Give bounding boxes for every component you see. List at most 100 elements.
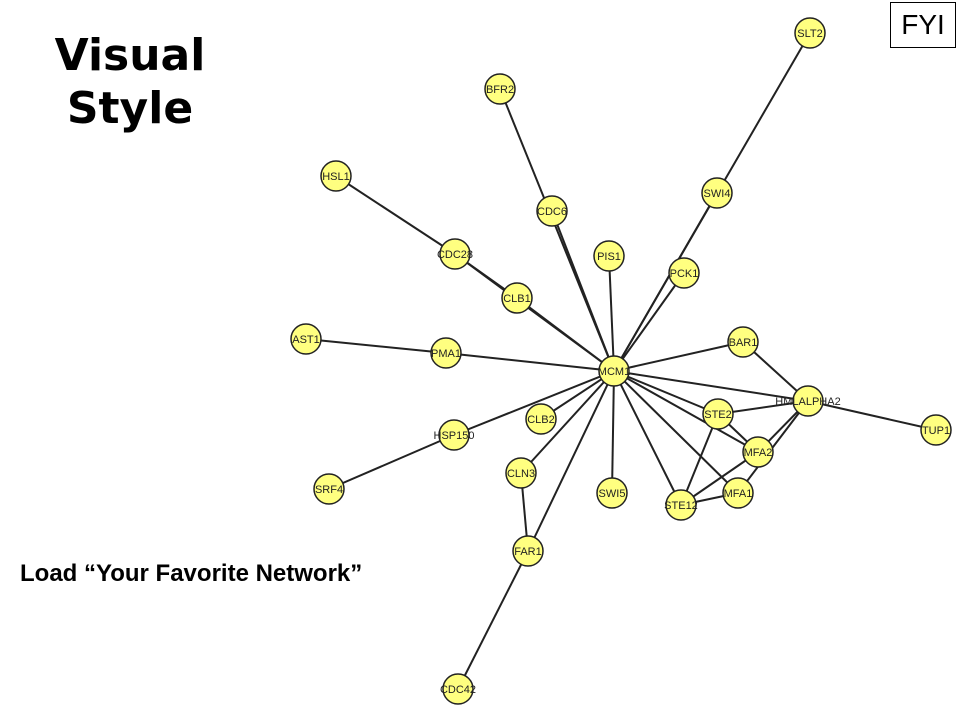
node-circle [598,355,630,387]
node-circle [525,403,557,435]
node-label: CDC42 [440,684,476,696]
node-cln3[interactable]: CLN3 [505,457,537,489]
node-circle [668,257,700,289]
node-circle [438,419,470,451]
edge-mcm1-cdc6 [551,210,615,372]
node-clb1[interactable]: CLB1 [501,282,533,314]
node-circle [501,282,533,314]
node-label: HSP150 [434,430,475,442]
node-pck1[interactable]: PCK1 [668,257,700,289]
node-circle [742,436,774,468]
edge-mcm1-ste12 [613,370,682,506]
node-cdc42[interactable]: CDC42 [440,673,476,705]
edge-ste2-ste12 [680,413,719,506]
node-ste2[interactable]: STE2 [702,398,734,430]
node-circle [702,398,734,430]
node-label: BFR2 [486,84,514,96]
edge-mcm1-bar1 [613,341,744,372]
node-mfa1[interactable]: MFA1 [722,477,754,509]
node-label: HSL1 [322,171,350,183]
node-label: MFA1 [724,488,753,500]
node-circle [920,414,952,446]
node-circle [484,73,516,105]
node-circle [792,385,824,417]
edge-mcm1-far1 [527,370,615,552]
node-label: CDC6 [537,206,567,218]
node-slt2[interactable]: SLT2 [794,17,826,49]
node-label: CDC28 [437,249,473,261]
node-label: STE2 [704,409,732,421]
node-circle [512,535,544,567]
node-label: CLB1 [503,293,531,305]
fyi-badge: FYI [890,2,956,48]
edge-mcm1-pis1 [608,255,615,372]
node-label: CLN3 [507,468,535,480]
node-label: PMA1 [431,348,461,360]
node-mfa2[interactable]: MFA2 [742,436,774,468]
node-circle [442,673,474,705]
node-circle [439,238,471,270]
node-far1[interactable]: FAR1 [512,535,544,567]
node-circle [794,17,826,49]
edge-srf4-hsp150 [328,434,455,490]
node-circle [290,323,322,355]
node-ste12[interactable]: STE12 [664,489,698,521]
node-circle [313,473,345,505]
subtitle: Load “Your Favorite Network” [20,560,363,587]
node-srf4[interactable]: SRF4 [313,473,345,505]
node-label: SRF4 [315,484,343,496]
node-pis1[interactable]: PIS1 [593,240,625,272]
edge-mcm1-ste2 [613,370,719,415]
node-label: MFA2 [744,447,773,459]
edge-mcm1-swi5 [611,370,615,494]
node-swi4[interactable]: SWI4 [701,177,733,209]
node-circle [593,240,625,272]
edge-mcm1-pck1 [613,272,685,372]
node-label: AST1 [292,334,320,346]
node-circle [665,489,697,521]
node-mcm1[interactable]: MCM1 [598,355,630,387]
node-label: CLB2 [527,414,555,426]
node-circle [536,195,568,227]
node-tup1[interactable]: TUP1 [920,414,952,446]
edge-mcm1-hmlalpha2 [613,370,809,402]
edge-mcm1-hsp150 [453,370,615,436]
node-bfr2[interactable]: BFR2 [484,73,516,105]
node-pma1[interactable]: PMA1 [430,337,462,369]
node-label: SWI4 [704,188,731,200]
node-label: PIS1 [597,251,621,263]
node-hsl1[interactable]: HSL1 [320,160,352,192]
node-circle [701,177,733,209]
edge-ast1-pma1 [305,338,447,354]
node-circle [727,326,759,358]
node-label: SWI5 [599,488,626,500]
node-circle [320,160,352,192]
slide-title: Visual Style [54,30,206,134]
node-label: PCK1 [670,268,699,280]
node-ast1[interactable]: AST1 [290,323,322,355]
edge-mcm1-cln3 [520,370,615,474]
edge-mcm1-mfa1 [613,370,739,494]
node-swi5[interactable]: SWI5 [596,477,628,509]
node-hsp150[interactable]: HSP150 [434,419,475,451]
edge-mcm1-swi4 [613,192,718,372]
edge-mcm1-clb1 [516,297,615,372]
edge-hmlalpha2-tup1 [807,400,937,431]
node-label: FAR1 [514,546,542,558]
node-label: SLT2 [797,28,822,40]
edge-hsl1-cdc28 [335,175,456,255]
node-circle [505,457,537,489]
node-clb2[interactable]: CLB2 [525,403,557,435]
edge-mcm1-pma1 [445,352,615,372]
node-label: MCM1 [598,366,630,378]
node-cdc6[interactable]: CDC6 [536,195,568,227]
node-label: BAR1 [729,337,758,349]
node-bar1[interactable]: BAR1 [727,326,759,358]
edge-hmlalpha2-mfa1 [737,400,809,494]
node-label: HMLALPHA2 [775,396,840,408]
node-hmlalpha2[interactable]: HMLALPHA2 [775,385,841,417]
node-circle [430,337,462,369]
node-cdc28[interactable]: CDC28 [437,238,473,270]
